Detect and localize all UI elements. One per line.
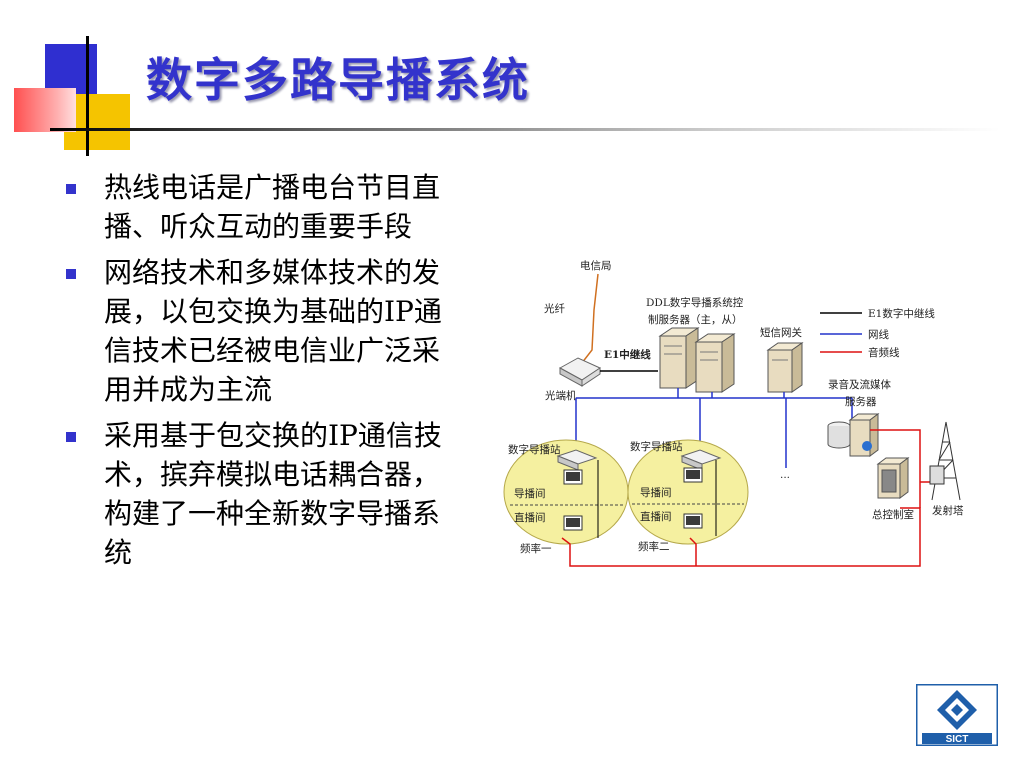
sms-gateway-label: 短信网关 — [760, 326, 802, 339]
media-server-label-2: 服务器 — [845, 395, 877, 408]
page-title: 数字多路导播系统 — [146, 53, 530, 107]
optical-terminal-label: 光端机 — [545, 389, 577, 402]
server-icon — [658, 327, 700, 389]
bullet-item: 网络技术和多媒体技术的发展，以包交换为基础的IP通信技术已经被电信业广泛采用并成… — [62, 253, 454, 409]
media-server-label-1: 录音及流媒体 — [828, 378, 891, 391]
e1-relay-label: E1中继线 — [604, 348, 651, 361]
server-icon — [694, 333, 736, 393]
legend-audio: 音频线 — [868, 346, 900, 359]
fiber-line — [577, 273, 599, 369]
station-one: 数字导播站 导播间 直播间 频率一 — [503, 439, 629, 555]
bullet-square-icon — [66, 184, 76, 194]
station-one-freq: 频率一 — [520, 542, 552, 555]
master-control-label: 总控制室 — [872, 508, 914, 521]
bullet-item: 热线电话是广播电台节目直播、听众互动的重要手段 — [62, 168, 454, 246]
station-one-live-room: 直播间 — [514, 511, 546, 524]
ddl-server-label-1: DDL数字导播系统控 — [646, 296, 744, 309]
station-two-live-room: 直播间 — [640, 510, 672, 523]
station-one-guide-room: 导播间 — [514, 487, 546, 500]
audio-lines — [561, 429, 936, 567]
ellipsis-label: ... — [780, 469, 790, 481]
transmission-tower-icon — [929, 421, 961, 501]
sms-gateway-server-icon — [766, 342, 804, 393]
sict-logo: SICT — [916, 684, 998, 746]
database-icon — [827, 421, 851, 449]
optical-terminal-icon — [558, 357, 602, 387]
tower-label: 发射塔 — [932, 504, 964, 517]
station-two-title: 数字导播站 — [630, 440, 683, 453]
bullet-square-icon — [66, 432, 76, 442]
telecom-office-label: 电信局 — [580, 259, 612, 272]
system-diagram: 电信局 光纤 光端机 E1中继线 DDL数字导播系统控 制服务器（主，从） 短信… — [503, 259, 964, 567]
master-control-server-icon — [876, 457, 910, 499]
station-one-title: 数字导播站 — [508, 443, 561, 456]
fiber-label: 光纤 — [544, 302, 565, 315]
logo-text: SICT — [946, 734, 969, 745]
station-two: 数字导播站 导播间 直播间 频率二 — [627, 439, 749, 553]
bullet-square-icon — [66, 269, 76, 279]
ddl-server-label-2: 制服务器（主，从） — [648, 313, 743, 326]
bullet-item: 采用基于包交换的IP通信技术，摈弃模拟电话耦合器，构建了一种全新数字导播系统 — [62, 416, 454, 572]
station-two-guide-room: 导播间 — [640, 486, 672, 499]
station-two-freq: 频率二 — [638, 540, 670, 553]
bullet-list: 热线电话是广播电台节目直播、听众互动的重要手段 网络技术和多媒体技术的发展，以包… — [62, 168, 454, 579]
media-server-icon — [848, 413, 880, 457]
legend-e1: E1数字中继线 — [868, 307, 935, 320]
corner-decoration — [0, 0, 1000, 160]
legend: E1数字中继线 网线 音频线 — [820, 307, 935, 359]
legend-network: 网线 — [868, 328, 889, 341]
